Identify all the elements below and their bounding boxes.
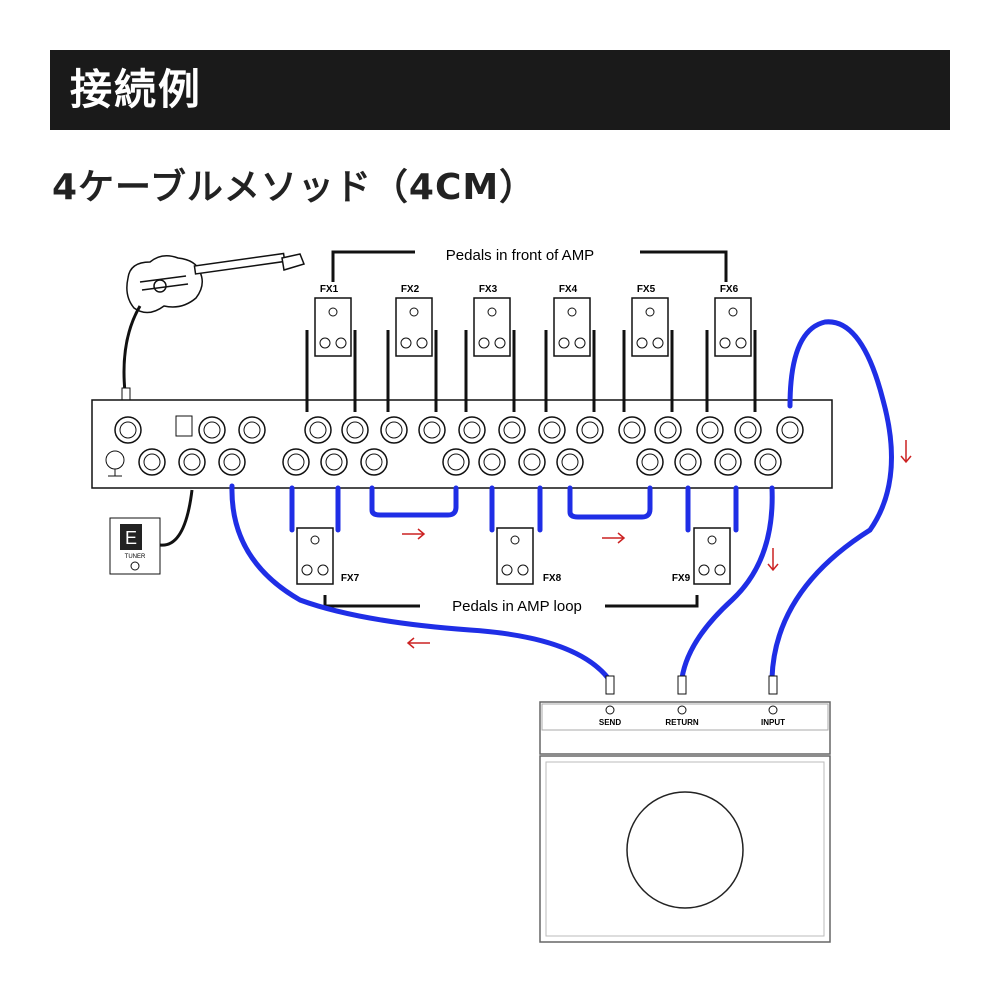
jack-icon (218, 448, 246, 476)
jack-icon (636, 448, 664, 476)
speaker-icon (626, 791, 744, 909)
tuner-label: TUNER (125, 554, 146, 560)
loop-pedals-label: Pedals in AMP loop (452, 598, 582, 615)
tuner-pedal: E TUNER (109, 517, 161, 575)
pedal-label: FX7 (341, 573, 360, 584)
pedal-label: FX4 (559, 284, 578, 295)
jack-icon (198, 416, 226, 444)
loop-link-2 (567, 485, 653, 520)
jack-icon (654, 416, 682, 444)
front-pedals-label: Pedals in front of AMP (446, 247, 594, 264)
amp-jack-send: SEND (599, 675, 621, 727)
pedal-fx5: FX5 (622, 284, 674, 412)
jack-icon (696, 416, 724, 444)
pedal-fx2: FX2 (386, 284, 438, 412)
switcher-jacks (114, 415, 804, 476)
page-subtitle: 4ケーブルメソッド（4CM） (52, 167, 537, 208)
amp-jacks: SEND RETURN INPUT (599, 675, 785, 727)
arrow-down-icon (900, 440, 912, 464)
jack-icon (418, 416, 446, 444)
pedal-fx4: FX4 (544, 284, 596, 412)
jack-icon (360, 448, 388, 476)
jack-icon (304, 416, 332, 444)
pedal-fx7: FX7 (296, 527, 360, 585)
jack-icon (776, 416, 804, 444)
pedal-label: FX5 (637, 284, 656, 295)
amp-jack-label: SEND (599, 718, 621, 727)
jack-icon (458, 416, 486, 444)
amp-jack-label: RETURN (665, 718, 699, 727)
amp-jack-label: INPUT (761, 718, 785, 727)
loop-pedals: FX7 FX8 FX9 (296, 527, 731, 585)
switch-icon (175, 415, 193, 437)
pedal-fx1: FX1 (305, 284, 357, 412)
header-bar: 接続例 (50, 50, 950, 130)
arrow-left-icon (406, 637, 430, 649)
page-title: 接続例 (70, 65, 203, 114)
tuner-cable (159, 489, 194, 547)
amp-jack-input: INPUT (761, 675, 785, 727)
tuner-display: E (125, 528, 137, 548)
jack-icon (380, 416, 408, 444)
jack-icon (282, 448, 310, 476)
jack-icon (478, 448, 506, 476)
send-cable (229, 483, 611, 681)
jack-icon (341, 416, 369, 444)
arrow-down-icon (767, 548, 779, 572)
jack-icon (576, 416, 604, 444)
loop-link-1 (369, 485, 459, 518)
return-cable (679, 485, 775, 681)
pedal-label: FX9 (672, 573, 691, 584)
jack-icon (442, 448, 470, 476)
pedal-fx9: FX9 (672, 527, 731, 585)
arrow-right-icon (402, 528, 426, 540)
jack-icon (178, 448, 206, 476)
pedal-label: FX3 (479, 284, 498, 295)
arrow-right-icon (602, 532, 626, 544)
jack-icon (674, 448, 702, 476)
jack-icon (498, 416, 526, 444)
pedal-fx6: FX6 (705, 284, 757, 412)
pedal-fx3: FX3 (464, 284, 516, 412)
jack-icon (114, 416, 142, 444)
guitar-cable (122, 305, 142, 393)
pedal-label: FX6 (720, 284, 739, 295)
switcher-unit (91, 399, 833, 489)
jack-icon (618, 416, 646, 444)
pedal-label: FX2 (401, 284, 420, 295)
pedal-label: FX8 (543, 573, 562, 584)
jack-icon (538, 416, 566, 444)
jack-icon (238, 416, 266, 444)
jack-icon (714, 448, 742, 476)
front-pedals-bracket (331, 250, 728, 282)
guitar-icon (126, 252, 306, 314)
jack-icon (138, 448, 166, 476)
blue-cables (229, 319, 894, 681)
jack-icon (518, 448, 546, 476)
amplifier (539, 701, 831, 943)
jack-icon (754, 448, 782, 476)
amp-jack-return: RETURN (665, 675, 699, 727)
pedal-label: FX1 (320, 284, 339, 295)
pedal-fx8: FX8 (496, 527, 562, 585)
signal-arrows (402, 440, 912, 649)
jack-icon (556, 448, 584, 476)
front-pedals: FX1 FX2 FX3 FX4 FX5 FX6 (305, 284, 757, 412)
ground-icon (105, 450, 125, 477)
input-cable (769, 319, 894, 681)
jack-icon (734, 416, 762, 444)
jack-icon (320, 448, 348, 476)
